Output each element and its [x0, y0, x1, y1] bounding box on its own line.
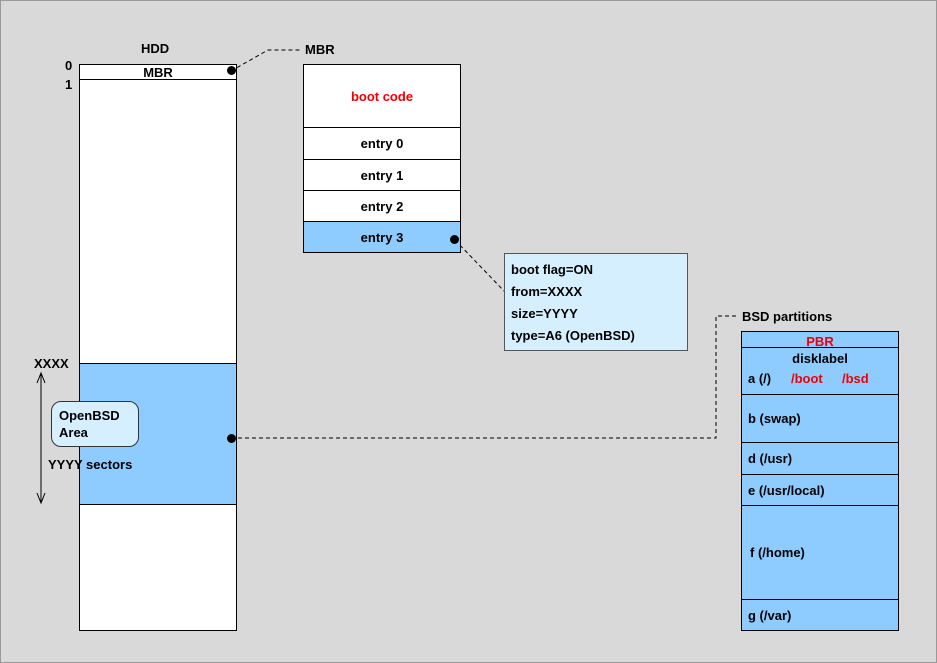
- hdd-title: HDD: [141, 41, 170, 56]
- mbr-connector-dot: [227, 66, 236, 75]
- openbsd-area-callout: OpenBSD Area: [51, 401, 139, 447]
- mbr-entry-0: entry 0: [303, 127, 461, 160]
- partition-d: d (/usr): [741, 442, 899, 475]
- mbr-connector: [230, 49, 301, 72]
- mbr-entry-2: entry 2: [303, 190, 461, 222]
- partition-a-boot: /boot: [791, 371, 823, 386]
- mbr-entry-1: entry 1: [303, 159, 461, 191]
- entry-3-label: entry 3: [360, 229, 404, 245]
- partition-b-label: b (swap): [748, 411, 801, 426]
- mbr-title: MBR: [305, 42, 335, 57]
- sector-1-label: 1: [65, 77, 73, 92]
- partition-f: f (/home): [741, 505, 899, 600]
- area-label-line2: Area: [59, 425, 88, 440]
- entry-2-label: entry 2: [360, 198, 404, 214]
- entry-info-box: boot flag=ON from=XXXX size=YYYY type=A6…: [504, 253, 688, 351]
- entry-0-label: entry 0: [360, 136, 404, 151]
- disklabel-root-group: disklabel a (/) /boot /bsd: [741, 347, 899, 395]
- area-connector: [231, 315, 739, 439]
- yyyy-arrow-head-bottom: [36, 492, 46, 505]
- partition-e: e (/usr/local): [741, 474, 899, 506]
- info-type: type=A6 (OpenBSD): [511, 328, 635, 343]
- partition-a-label: a (/): [748, 371, 772, 386]
- hdd-mbr-label: MBR: [143, 64, 173, 80]
- partition-f-label: f (/home): [750, 545, 805, 560]
- entry3-connector: [454, 239, 506, 293]
- partition-b: b (swap): [741, 394, 899, 443]
- hdd-disk: [79, 64, 237, 631]
- pbr-label: PBR: [806, 334, 834, 349]
- info-size: size=YYYY: [511, 306, 578, 321]
- disklabel-label: disklabel: [792, 351, 848, 366]
- bsd-partitions-title: BSD partitions: [742, 309, 833, 324]
- entry-1-label: entry 1: [360, 167, 404, 183]
- info-boot-flag: boot flag=ON: [511, 262, 593, 277]
- partition-e-label: e (/usr/local): [748, 482, 825, 498]
- hdd-mbr-sector: MBR: [79, 64, 237, 80]
- pbr-row: PBR: [741, 331, 899, 349]
- info-from: from=XXXX: [511, 284, 583, 299]
- xxxx-label: XXXX: [34, 356, 69, 371]
- yyyy-sectors-label: YYYY sectors: [48, 457, 133, 472]
- mbr-entry-3: entry 3: [303, 221, 461, 253]
- partition-a-bsd: /bsd: [842, 371, 869, 386]
- sector-0-label: 0: [65, 58, 73, 73]
- area-connector-dot: [227, 434, 236, 443]
- mbr-boot-code: boot code: [303, 64, 461, 128]
- boot-code-label: boot code: [350, 88, 414, 104]
- partition-g: g (/var): [741, 599, 899, 631]
- partition-g-label: g (/var): [748, 607, 792, 623]
- partition-d-label: d (/usr): [748, 451, 793, 466]
- entry3-connector-dot: [450, 235, 459, 244]
- yyyy-arrow-head-top: [36, 371, 46, 384]
- area-label-line1: OpenBSD: [59, 408, 120, 423]
